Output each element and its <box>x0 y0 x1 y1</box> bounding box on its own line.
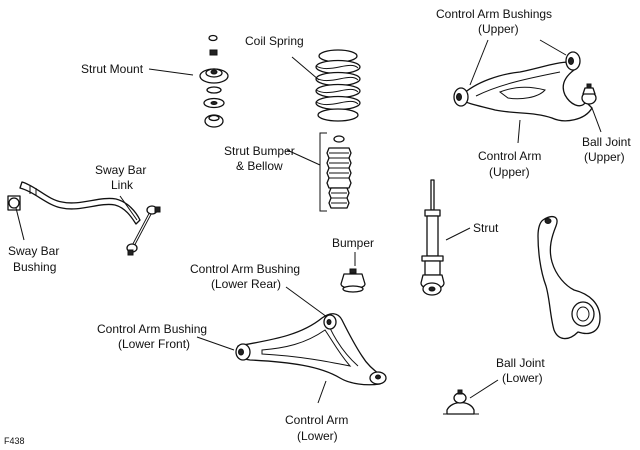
label-ball-joint-upper-line2: (Upper) <box>584 150 625 164</box>
label-control-arm-bushings-upper-line1: Control Arm Bushings <box>436 7 552 21</box>
label-sway-bar-bushing-line1: Sway Bar <box>8 244 59 258</box>
leader-lines <box>15 39 602 404</box>
label-coil-spring: Coil Spring <box>245 34 304 48</box>
figure-code: F438 <box>4 436 25 446</box>
label-strut-mount: Strut Mount <box>81 62 144 76</box>
coil-spring-part <box>315 49 361 122</box>
label-bumper: Bumper <box>332 236 374 250</box>
label-strut-bumper-line2: & Bellow <box>236 159 283 173</box>
label-control-arm-lower-line2: (Lower) <box>297 429 338 443</box>
label-control-arm-upper-line1: Control Arm <box>478 149 541 163</box>
lower-control-arm-part <box>236 313 383 386</box>
lower-ball-joint-part <box>443 389 479 415</box>
upper-control-arm-bushing-left <box>453 87 469 107</box>
sway-bar-link-part <box>126 205 161 256</box>
label-control-arm-upper-line2: (Upper) <box>489 165 530 179</box>
label-ball-joint-upper-line1: Ball Joint <box>582 135 631 149</box>
sway-bar-bushing-part <box>7 195 21 211</box>
strut-mount-part <box>199 34 229 128</box>
upper-control-arm-part <box>461 61 593 122</box>
label-strut-bumper-line1: Strut Bumper <box>224 144 295 158</box>
label-control-arm-bushings-upper-line2: (Upper) <box>478 22 519 36</box>
label-strut: Strut <box>473 221 499 235</box>
label-ball-joint-lower-line2: (Lower) <box>502 371 543 385</box>
upper-ball-joint-part <box>581 83 597 105</box>
upper-control-arm-bushing-right <box>565 51 581 71</box>
label-sway-bar-link-line2: Link <box>111 178 134 192</box>
label-bushing-lower-front-line1: Control Arm Bushing <box>97 322 207 336</box>
bumper-part <box>340 268 366 293</box>
label-bushing-lower-rear-line1: Control Arm Bushing <box>190 262 300 276</box>
label-ball-joint-lower-line1: Ball Joint <box>496 356 545 370</box>
strut-bumper-bellow-part <box>319 132 352 212</box>
lower-arm-ball-socket <box>369 371 387 385</box>
steering-knuckle-part <box>537 215 601 340</box>
part-labels: Strut Mount Coil Spring Strut Bumper & B… <box>4 7 631 446</box>
label-control-arm-lower-line1: Control Arm <box>285 413 348 427</box>
label-sway-bar-bushing-line2: Bushing <box>13 260 56 274</box>
lower-control-arm-bushing-rear <box>323 314 337 330</box>
label-bushing-lower-front-line2: (Lower Front) <box>118 337 190 351</box>
sway-bar-part <box>19 181 141 225</box>
label-bushing-lower-rear-line2: (Lower Rear) <box>211 277 281 291</box>
lower-control-arm-bushing-front <box>235 343 251 361</box>
label-sway-bar-link-line1: Sway Bar <box>95 163 146 177</box>
strut-part <box>420 179 445 296</box>
